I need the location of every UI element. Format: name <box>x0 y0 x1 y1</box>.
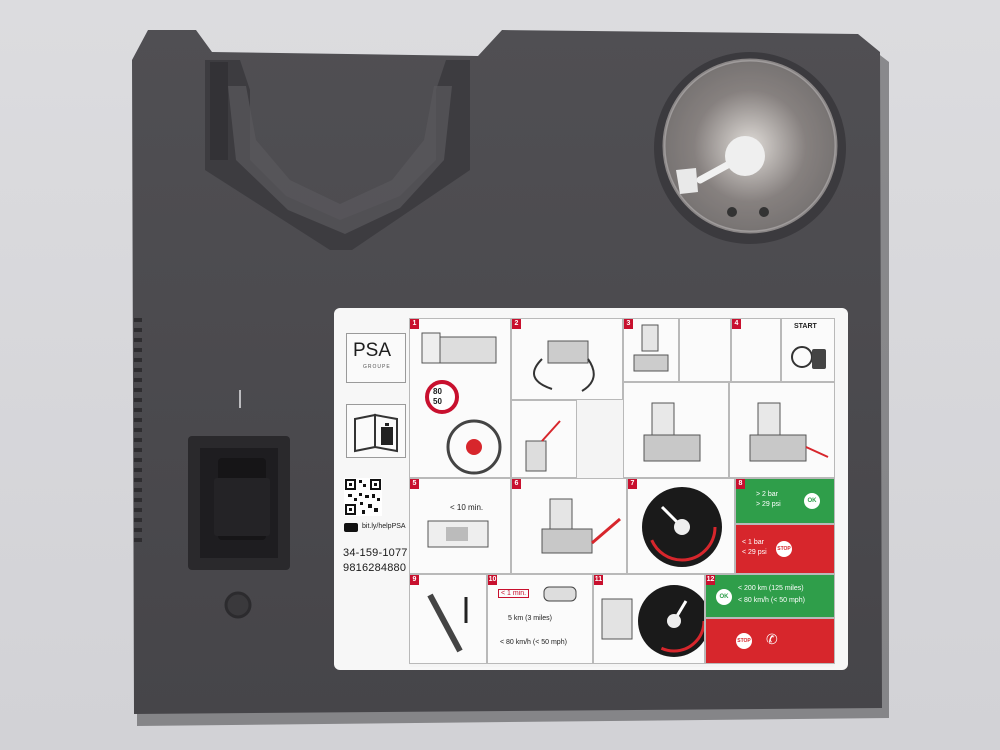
step-number: 1 <box>410 319 419 329</box>
step-number: 11 <box>594 575 603 585</box>
brand-sub: GROUPE <box>363 364 391 370</box>
step-8-stop: < 1 bar < 29 psi STOP <box>735 524 835 574</box>
step-11: 11 <box>593 574 710 664</box>
speed-sign-bottom: 50 <box>433 397 442 406</box>
step-number: 9 <box>410 575 419 585</box>
step-6: 6 <box>511 478 627 574</box>
step-3: 3 <box>623 318 679 382</box>
step-number: 2 <box>512 319 521 329</box>
step-9: 9 <box>409 574 487 664</box>
step-4: 4 <box>731 318 781 382</box>
play-icon <box>344 523 358 532</box>
step-3-inflate <box>623 382 729 478</box>
step-1: 1 80 50 <box>409 318 511 478</box>
phone-icon: ✆ <box>766 631 778 647</box>
step-number: 6 <box>512 479 521 489</box>
step-number: 5 <box>410 479 419 489</box>
pressure-gauge <box>654 52 846 244</box>
step-7: 7 <box>627 478 735 574</box>
step-number: 4 <box>732 319 741 329</box>
step-12-line1: < 200 km (125 miles) <box>738 585 804 592</box>
screw-hole <box>224 591 252 619</box>
step-4-inflate <box>729 382 835 478</box>
step-number: 10 <box>488 575 497 585</box>
step-12-line2: < 80 km/h (< 50 mph) <box>738 597 805 604</box>
stop-badge: STOP <box>776 541 792 557</box>
instruction-panel: 1 80 50 2 3 4 START <box>409 318 835 667</box>
part-number-2: 9816284880 <box>343 562 407 574</box>
stop-badge: STOP <box>736 633 752 649</box>
ok-badge: OK <box>804 493 820 509</box>
step-8-ok-line1: > 2 bar <box>756 491 778 498</box>
power-switch <box>188 436 290 570</box>
part-number-1: 34-159-1077 <box>343 547 408 559</box>
start-panel: START <box>781 318 835 382</box>
handle-recess <box>205 60 470 250</box>
step-3-detail <box>679 318 731 382</box>
start-label: START <box>794 323 817 330</box>
step-5-time: < 10 min. <box>450 503 484 512</box>
step-2-detail <box>511 400 577 478</box>
side-vents <box>134 318 142 542</box>
step-12-ok: 12 OK < 200 km (125 miles) < 80 km/h (< … <box>705 574 835 618</box>
step-number: 8 <box>736 479 745 489</box>
step-number: 12 <box>706 575 715 585</box>
step-8-ok: 8 > 2 bar > 29 psi OK <box>735 478 835 524</box>
ok-badge: OK <box>716 589 732 605</box>
psa-logo: PSA GROUPE <box>346 333 406 383</box>
step-5: 5 < 10 min. <box>409 478 511 574</box>
step-8-stop-line1: < 1 bar <box>742 539 764 546</box>
manual-info-icon <box>346 404 406 458</box>
step-number: 7 <box>628 479 637 489</box>
step-8-ok-line2: > 29 psi <box>756 501 781 508</box>
step-9-time: < 1 min. <box>498 589 530 598</box>
step-2: 2 <box>511 318 623 400</box>
step-10: 10 < 1 min. 5 km (3 miles) < 80 km/h (< … <box>487 574 593 664</box>
qr-code <box>344 478 382 516</box>
step-number: 3 <box>624 319 633 329</box>
brand-name: PSA <box>353 340 392 361</box>
step-10-speed: < 80 km/h (< 50 mph) <box>500 639 567 646</box>
step-10-distance: 5 km (3 miles) <box>508 615 552 622</box>
step-12-stop: STOP ✆ <box>705 618 835 664</box>
step-8-stop-line2: < 29 psi <box>742 549 767 556</box>
speed-sign-top: 80 <box>433 387 442 396</box>
help-url: bit.ly/helpPSA <box>362 523 406 530</box>
